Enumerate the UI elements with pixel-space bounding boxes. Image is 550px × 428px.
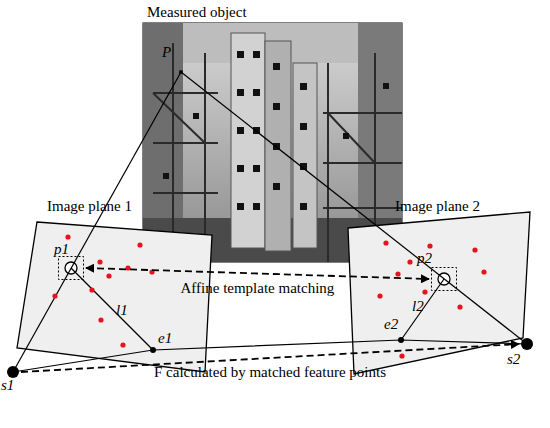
photo-node: Measured object: [142, 2, 404, 264]
image-plane-shape: [345, 198, 535, 376]
matching-arrow: [21, 344, 519, 372]
epipolar-line: [71, 268, 153, 350]
feature-points: [52, 234, 486, 358]
baseline: [13, 340, 527, 372]
point-label: p2: [417, 250, 432, 267]
heading: Image plane 2: [395, 198, 480, 215]
point-label: s1: [1, 377, 14, 394]
image-plane: Image plane 2 p2: [345, 198, 535, 376]
template-window: p1: [58, 256, 84, 280]
point-label: p1: [54, 241, 69, 258]
epipole: [150, 347, 156, 353]
projection-ray: [181, 72, 527, 344]
camera-center: s1: [7, 366, 19, 378]
matching-arrow: [86, 268, 429, 279]
heading: Image plane 1: [47, 198, 132, 215]
template-window: p2: [431, 267, 457, 291]
epipolar-line: [401, 279, 444, 340]
image-plane-shape: [14, 198, 214, 376]
point-label: P: [162, 44, 171, 61]
projection-ray: [13, 72, 181, 372]
template-window-shape: [58, 256, 84, 280]
point-label: s2: [507, 351, 520, 368]
camera-center-shape: [7, 366, 19, 378]
camera-center: s2: [521, 338, 533, 350]
camera-center-shape: [521, 338, 533, 350]
template-window-shape: [431, 267, 457, 291]
heading: Measured object: [147, 4, 247, 21]
epipole: [398, 337, 404, 343]
object-point: [179, 70, 183, 74]
image-plane: Image plane 1 p1: [14, 198, 214, 376]
